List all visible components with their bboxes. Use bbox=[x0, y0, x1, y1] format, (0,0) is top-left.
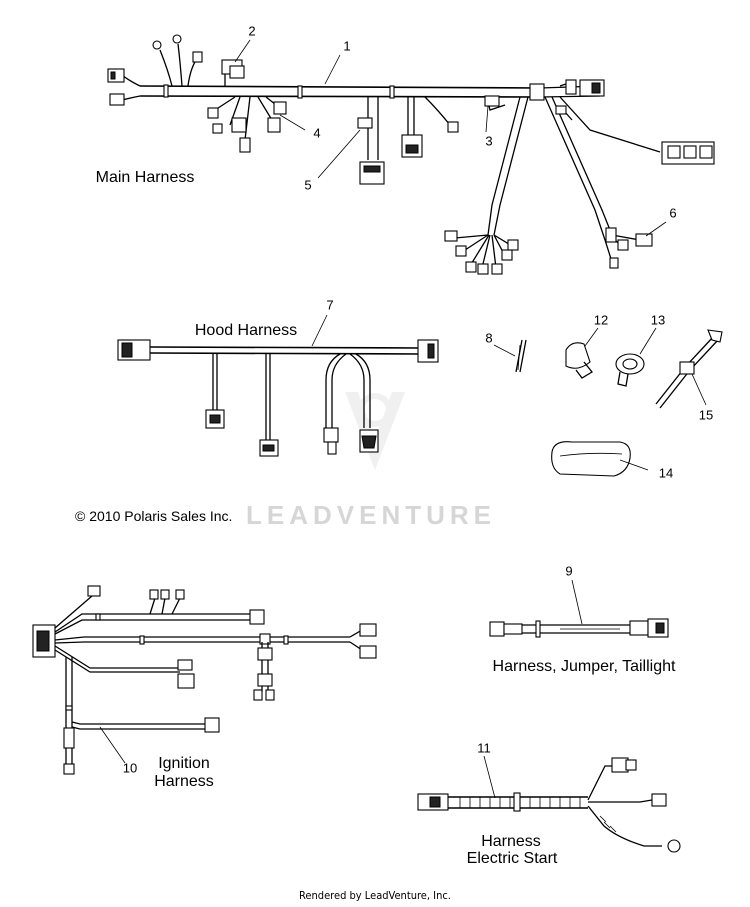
title-ignition-1: Ignition bbox=[158, 755, 210, 772]
footer-credit: Rendered by LeadVenture, Inc. bbox=[299, 889, 451, 902]
copyright-notice: © 2010 Polaris Sales Inc. bbox=[75, 508, 233, 524]
watermark-text: LEADVENTURE bbox=[246, 500, 497, 530]
clip-12[interactable] bbox=[565, 342, 593, 379]
callout-14: 14 bbox=[658, 465, 674, 481]
main-harness-connector bbox=[107, 68, 125, 83]
main-harness[interactable] bbox=[107, 34, 715, 275]
title-ignition-2: Harness bbox=[154, 773, 214, 790]
jumper-taillight-harness[interactable] bbox=[489, 618, 669, 638]
callout-11: 11 bbox=[477, 740, 491, 756]
main-harness-connector bbox=[109, 93, 125, 106]
hood-harness[interactable] bbox=[117, 339, 439, 457]
title-jumper-taillight: Harness, Jumper, Taillight bbox=[492, 658, 676, 675]
ignition-harness[interactable] bbox=[32, 585, 377, 775]
callout-7: 7 bbox=[326, 297, 334, 313]
electric-start-harness[interactable] bbox=[417, 757, 681, 853]
watermark-emblem bbox=[345, 392, 405, 470]
title-electric-2: Electric Start bbox=[466, 850, 558, 867]
callout-10: 10 bbox=[122, 760, 138, 776]
callout-15: 15 bbox=[698, 407, 714, 423]
callout-2: 2 bbox=[248, 23, 256, 39]
callout-6: 6 bbox=[669, 205, 677, 221]
cable-tie-8[interactable] bbox=[515, 339, 527, 373]
title-hood-harness: Hood Harness bbox=[194, 322, 298, 339]
callout-1: 1 bbox=[343, 38, 351, 54]
main-harness-connector bbox=[359, 161, 385, 185]
callout-3: 3 bbox=[485, 133, 493, 149]
callout-12: 12 bbox=[593, 312, 609, 328]
callout-8: 8 bbox=[485, 330, 493, 346]
callout-5: 5 bbox=[304, 177, 312, 193]
clamp-13[interactable] bbox=[615, 353, 645, 387]
title-electric-1: Harness bbox=[481, 833, 541, 850]
main-harness-connector bbox=[565, 79, 577, 95]
callout-13: 13 bbox=[650, 312, 666, 328]
sleeve-14[interactable] bbox=[551, 441, 631, 477]
cable-tie-15[interactable] bbox=[655, 329, 723, 409]
title-main-harness: Main Harness bbox=[95, 169, 195, 186]
callout-9: 9 bbox=[565, 563, 573, 579]
callout-4: 4 bbox=[313, 125, 321, 141]
